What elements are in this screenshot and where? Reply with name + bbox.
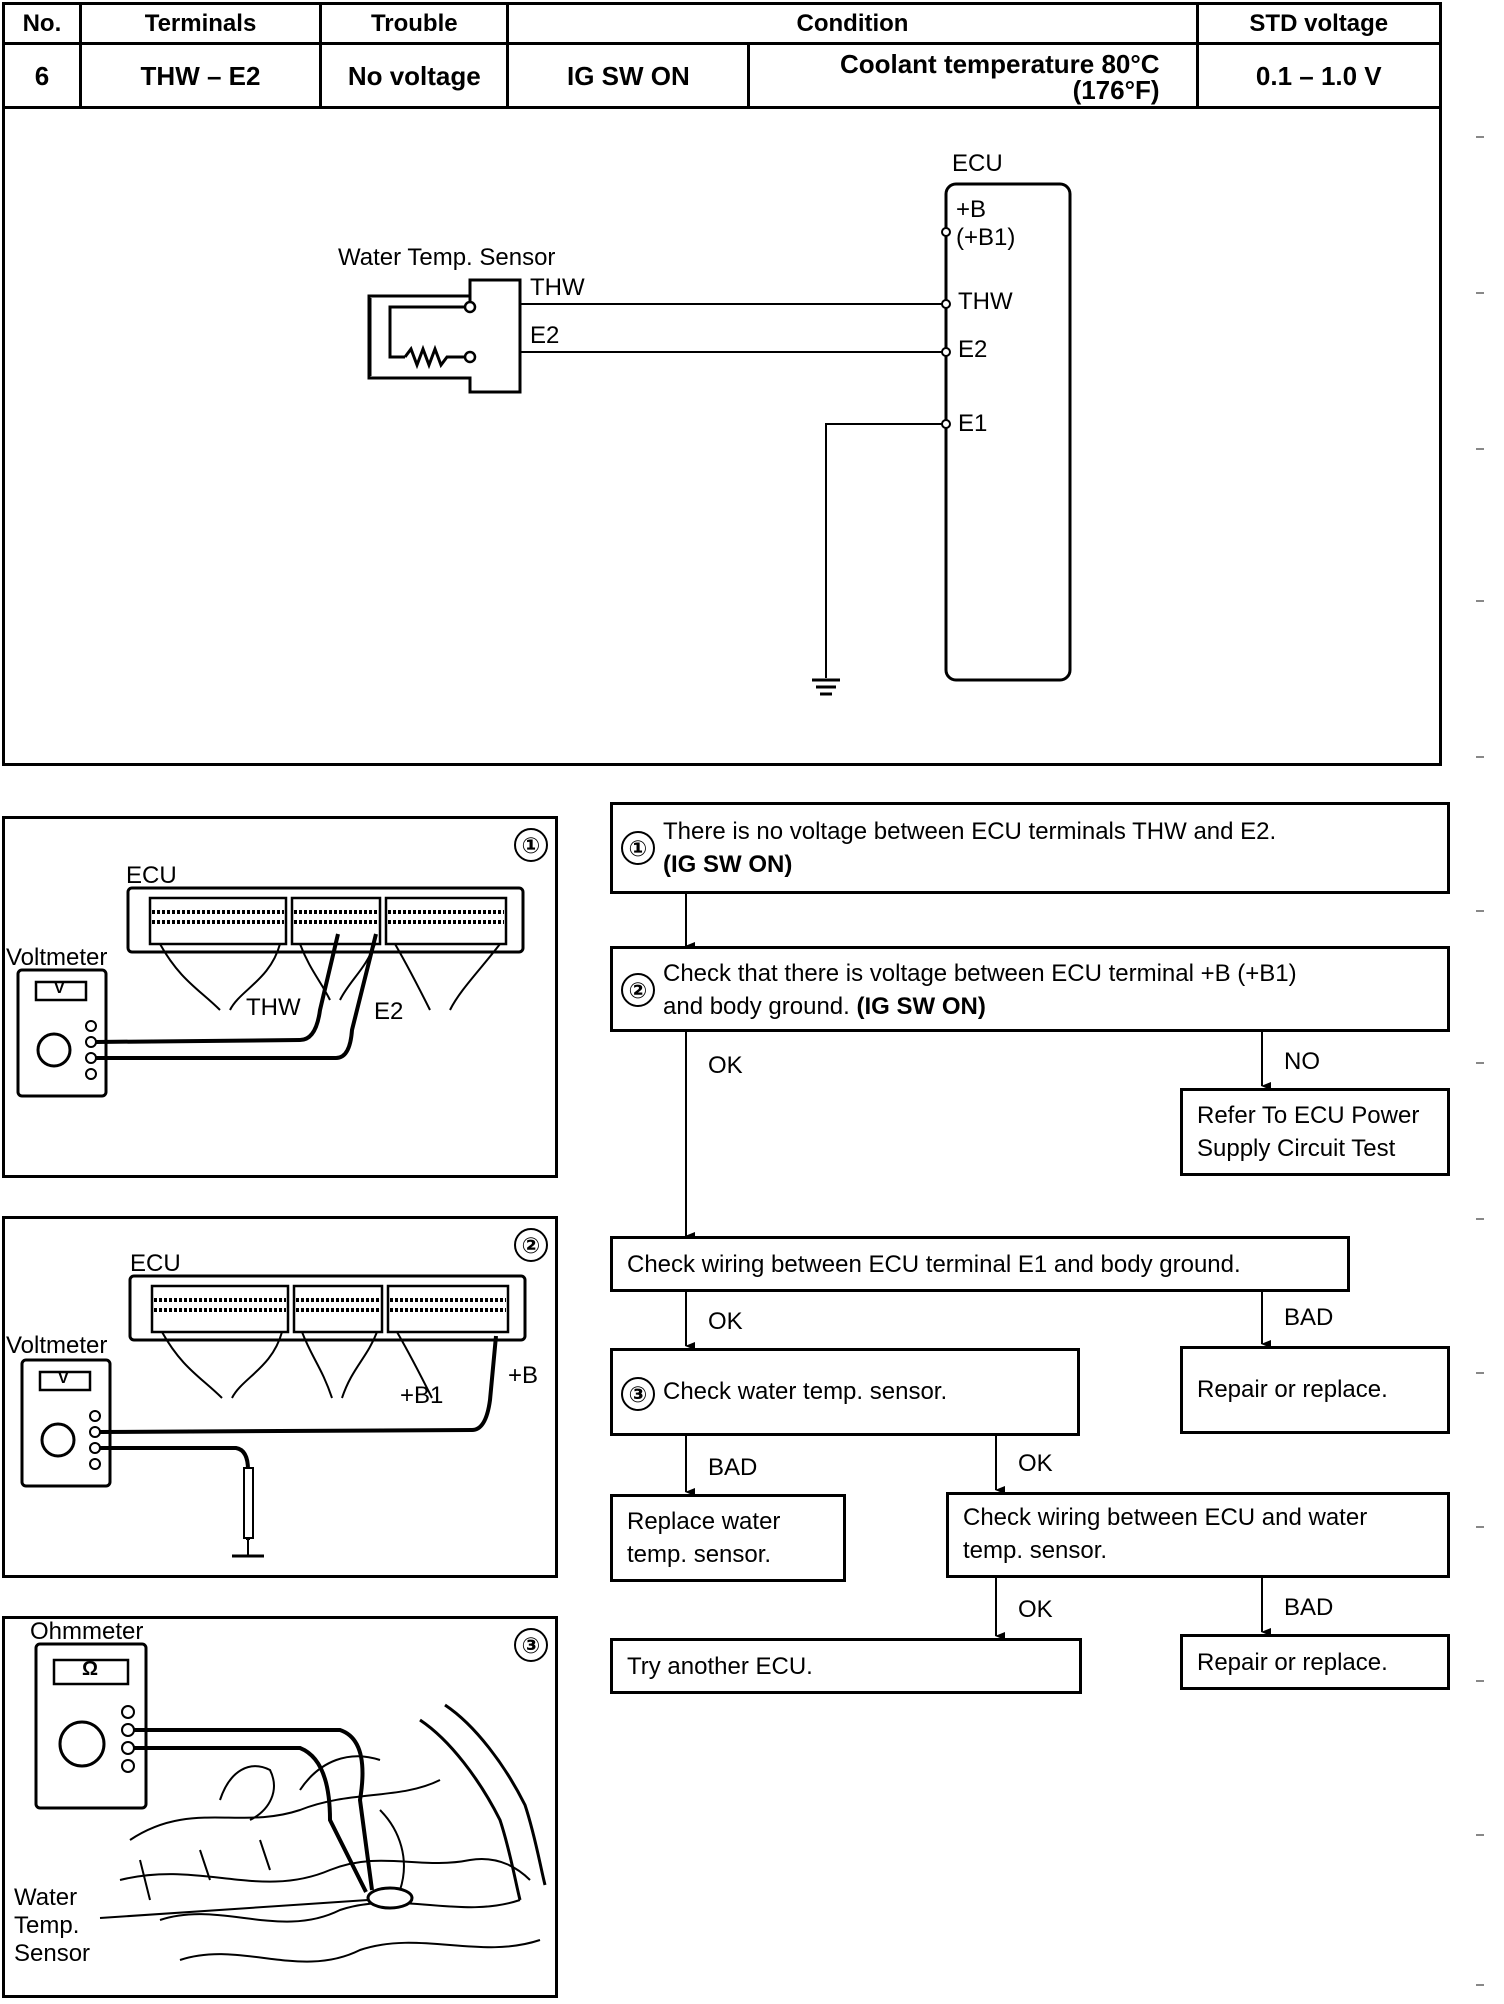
- figure-1-probe-thw: THW: [246, 994, 301, 1021]
- ecu-pin-thw-label: THW: [958, 288, 1013, 315]
- margin-tick: [1476, 756, 1484, 758]
- flow-check-e1-box: Check wiring between ECU terminal E1 and…: [610, 1236, 1350, 1292]
- figure-1-probe-e2: E2: [374, 998, 404, 1025]
- flow-label-no: NO: [1284, 1048, 1320, 1075]
- ecu-pin-b-label: +B: [956, 196, 987, 223]
- figure-1-number: ①: [514, 828, 548, 862]
- margin-tick: [1476, 292, 1484, 294]
- figure-2-probe-b1: +B1: [400, 1382, 444, 1409]
- margin-tick: [1476, 1062, 1484, 1064]
- flow-label-bad-3: BAD: [1284, 1594, 1334, 1621]
- margin-tick: [1476, 1834, 1484, 1836]
- flow-replace-line2: temp. sensor.: [627, 1541, 772, 1568]
- margin-tick: [1476, 1680, 1484, 1682]
- flow-refer-line1: Refer To ECU Power: [1197, 1102, 1420, 1129]
- figure-2-ecu-label: ECU: [130, 1250, 181, 1277]
- figure-3-sensor-label: Water Temp. Sensor: [14, 1884, 90, 1968]
- flow-step2-condition: (IG SW ON): [856, 993, 986, 1020]
- ecu-label: ECU: [952, 150, 1003, 177]
- flow-step2-text1: Check that there is voltage between ECU …: [663, 960, 1297, 987]
- flow-label-bad-2: BAD: [708, 1454, 758, 1481]
- flow-step1-text: There is no voltage between ECU terminal…: [663, 818, 1277, 845]
- header-terminals: Terminals: [78, 2, 323, 45]
- figure-1-meter-face: V: [54, 980, 65, 997]
- cell-std-voltage: 0.1 – 1.0 V: [1195, 42, 1443, 111]
- ecu-pin-e1-label: E1: [958, 410, 988, 437]
- margin-tick: [1476, 1372, 1484, 1374]
- margin-tick: [1476, 600, 1484, 602]
- flow-check-wiring-line2: temp. sensor.: [963, 1537, 1108, 1564]
- flow-try-ecu-box: Try another ECU.: [610, 1638, 1082, 1694]
- flow-refer-line2: Supply Circuit Test: [1197, 1135, 1396, 1162]
- cell-trouble: No voltage: [319, 42, 510, 111]
- figure-3-sensor-line2: Temp.: [14, 1912, 80, 1939]
- margin-tick: [1476, 1984, 1484, 1986]
- figure-3-sensor-line3: Sensor: [14, 1940, 91, 1967]
- figure-2-number: ②: [514, 1228, 548, 1262]
- flow-check-wiring-line1: Check wiring between ECU and water: [963, 1504, 1368, 1531]
- flow-check-wiring-box: Check wiring between ECU and water temp.…: [946, 1492, 1450, 1578]
- flow-repair-box-1: Repair or replace.: [1180, 1346, 1450, 1434]
- header-trouble: Trouble: [319, 2, 510, 45]
- flow-label-ok-2: OK: [708, 1308, 743, 1335]
- condition-temp-line2: (176°F): [1072, 74, 1160, 105]
- flow-step1-condition: (IG SW ON): [663, 851, 793, 878]
- margin-tick: [1476, 1526, 1484, 1528]
- figure-2-meter-face: V: [58, 1370, 69, 1387]
- circuit-panel: [2, 106, 1442, 766]
- figure-3-sensor-line1: Water: [14, 1884, 78, 1911]
- cell-no: 6: [2, 42, 82, 111]
- header-std-voltage: STD voltage: [1195, 2, 1443, 45]
- cell-terminals: THW – E2: [78, 42, 323, 111]
- figure-3-number: ③: [514, 1628, 548, 1662]
- flow-label-ok-1: OK: [708, 1052, 743, 1079]
- flow-step2-box: ② Check that there is voltage between EC…: [610, 946, 1450, 1032]
- figure-2-meter-label: Voltmeter: [6, 1332, 108, 1359]
- flow-step3-text: Check water temp. sensor.: [663, 1378, 948, 1405]
- flow-try-ecu-text: Try another ECU.: [627, 1653, 813, 1680]
- margin-tick: [1476, 448, 1484, 450]
- condition-temp-line1: Coolant temperature 80°C: [839, 48, 1160, 79]
- flow-step3-number: ③: [621, 1377, 655, 1411]
- ecu-pin-e2-label: E2: [958, 336, 988, 363]
- header-no: No.: [2, 2, 82, 45]
- ecu-pin-b1-label: (+B1): [956, 224, 1016, 251]
- flow-step3-box: ③ Check water temp. sensor.: [610, 1348, 1080, 1436]
- flow-refer-box: Refer To ECU Power Supply Circuit Test: [1180, 1088, 1450, 1176]
- flow-label-ok-3: OK: [1018, 1450, 1053, 1477]
- flow-repair-text-2: Repair or replace.: [1197, 1649, 1388, 1676]
- flow-step2-text2: and body ground.: [663, 993, 850, 1020]
- figure-2-probe-b: +B: [508, 1362, 539, 1389]
- figure-1-meter-label: Voltmeter: [6, 944, 108, 971]
- flow-replace-box: Replace water temp. sensor.: [610, 1494, 846, 1582]
- flow-label-ok-4: OK: [1018, 1596, 1053, 1623]
- figure-1-ecu-label: ECU: [126, 862, 177, 889]
- sensor-pin-thw-label: THW: [530, 274, 585, 301]
- figure-3-meter-face: Ω: [82, 1658, 99, 1680]
- flow-step2-number: ②: [621, 973, 655, 1007]
- flow-label-bad-1: BAD: [1284, 1304, 1334, 1331]
- margin-tick: [1476, 136, 1484, 138]
- margin-tick: [1476, 910, 1484, 912]
- figure-3-meter-label: Ohmmeter: [30, 1618, 144, 1645]
- cell-condition-switch: IG SW ON: [506, 42, 751, 111]
- sensor-pin-e2-label: E2: [530, 322, 560, 349]
- flow-step1-box: ① There is no voltage between ECU termin…: [610, 802, 1450, 894]
- flow-repair-text-1: Repair or replace.: [1197, 1376, 1388, 1403]
- cell-condition-temp: Coolant temperature 80°C (176°F): [747, 42, 1199, 111]
- sensor-label: Water Temp. Sensor: [338, 244, 556, 271]
- figure-2-panel: [2, 1216, 558, 1578]
- flow-check-e1-text: Check wiring between ECU terminal E1 and…: [627, 1251, 1241, 1278]
- flow-step1-number: ①: [621, 831, 655, 865]
- flow-replace-line1: Replace water: [627, 1508, 781, 1535]
- margin-tick: [1476, 1218, 1484, 1220]
- spec-table: No. Terminals Trouble Condition STD volt…: [2, 2, 1443, 111]
- flow-repair-box-2: Repair or replace.: [1180, 1634, 1450, 1690]
- header-condition: Condition: [506, 2, 1199, 45]
